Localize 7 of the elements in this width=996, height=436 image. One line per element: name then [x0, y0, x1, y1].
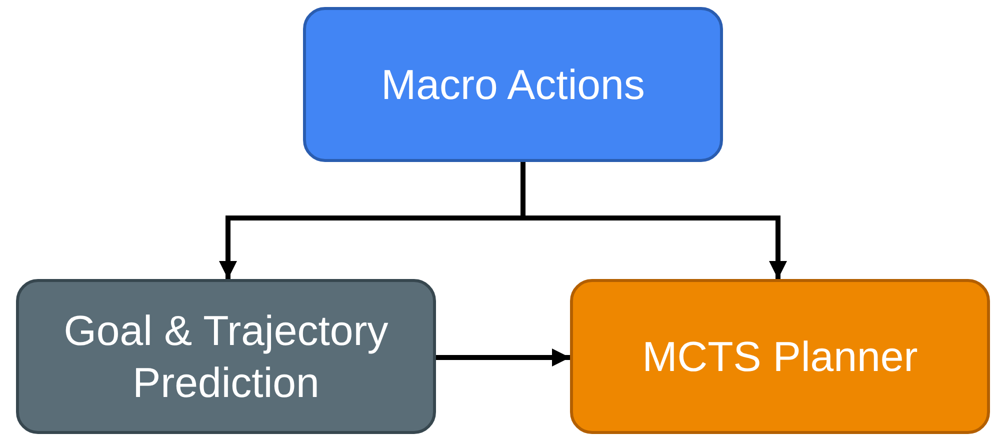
process-box — [16, 279, 436, 434]
box-label: MCTS Planner — [642, 332, 918, 382]
arrow — [436, 348, 570, 366]
process-box — [570, 279, 990, 434]
box-label: Macro Actions — [381, 60, 645, 110]
box-label: Goal & Trajectory Prediction — [62, 306, 390, 408]
process-box — [303, 7, 723, 162]
